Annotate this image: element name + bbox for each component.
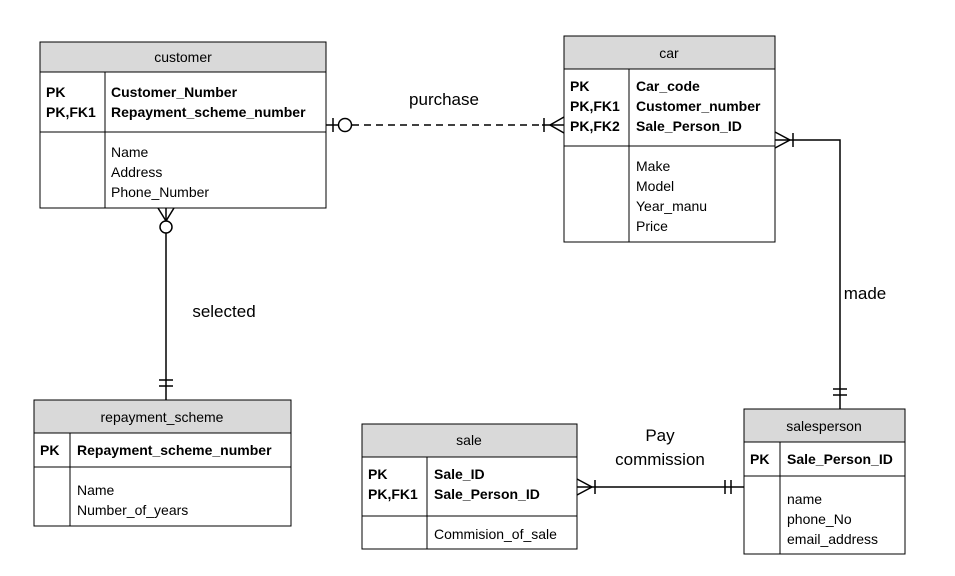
key-field: Sale_Person_ID	[636, 118, 742, 134]
entity-body	[39, 71, 327, 209]
attribute: phone_No	[787, 511, 852, 527]
attribute: Address	[111, 164, 162, 180]
key-field: Sale_ID	[434, 466, 485, 482]
key-field: Customer_Number	[111, 84, 238, 100]
attribute: Number_of_years	[77, 502, 188, 518]
entity-body	[361, 456, 578, 550]
entity-body	[563, 68, 776, 243]
key-tag: PK,FK2	[570, 118, 620, 134]
entity-salesperson: salesperson PK Sale_Person_ID name phone…	[743, 408, 906, 555]
key-tag: PK	[40, 442, 59, 458]
crow-foot	[576, 478, 593, 488]
attribute: Year_manu	[636, 198, 707, 214]
relationship-label-selected: selected	[192, 302, 255, 321]
crow-foot	[549, 124, 565, 134]
key-field: Repayment_scheme_number	[111, 104, 306, 120]
entity-sale: sale PK PK,FK1 Sale_ID Sale_Person_ID Co…	[361, 423, 578, 550]
entity-body	[33, 432, 292, 527]
entity-title: repayment_scheme	[101, 409, 224, 425]
attribute: name	[787, 491, 822, 507]
entity-title: sale	[456, 432, 482, 448]
relationship-purchase	[326, 116, 565, 134]
key-tag: PK	[570, 78, 589, 94]
entity-repayment-scheme: repayment_scheme PK Repayment_scheme_num…	[33, 399, 292, 527]
relationship-selected	[157, 207, 175, 400]
zero-circle	[337, 117, 353, 133]
entity-customer: customer PK PK,FK1 Customer_Number Repay…	[39, 41, 327, 209]
entity-car: car PK PK,FK1 PK,FK2 Car_code Customer_n…	[563, 35, 776, 243]
relationship-label-made: made	[844, 284, 887, 303]
attribute: Name	[111, 144, 149, 160]
entity-title: car	[659, 45, 679, 61]
relationship-pay-commission	[576, 478, 744, 496]
key-field: Sale_Person_ID	[787, 451, 893, 467]
key-tag: PK,FK1	[46, 104, 96, 120]
attribute: Model	[636, 178, 674, 194]
crow-foot	[774, 131, 791, 141]
zero-circle	[159, 220, 173, 234]
crow-foot	[165, 207, 175, 222]
solid-connector	[775, 139, 841, 409]
entity-header	[39, 41, 327, 73]
key-field: Customer_number	[636, 98, 761, 114]
attribute: Commision_of_sale	[434, 526, 557, 542]
relationship-label-commission: commission	[615, 450, 705, 469]
attribute: Phone_Number	[111, 184, 209, 200]
crow-foot	[157, 207, 167, 222]
entity-header	[33, 399, 292, 434]
key-tag: PK,FK1	[368, 486, 418, 502]
entity-header	[563, 35, 776, 70]
entity-body	[743, 441, 906, 555]
attribute: Name	[77, 482, 115, 498]
relationship-label-purchase: purchase	[409, 90, 479, 109]
crow-foot	[576, 486, 593, 496]
attribute: Price	[636, 218, 668, 234]
key-field: Sale_Person_ID	[434, 486, 540, 502]
key-field: Repayment_scheme_number	[77, 442, 272, 458]
attribute: email_address	[787, 531, 878, 547]
key-field: Car_code	[636, 78, 700, 94]
key-tag: PK,FK1	[570, 98, 620, 114]
key-tag: PK	[368, 466, 387, 482]
attribute: Make	[636, 158, 670, 174]
relationship-label-pay: Pay	[645, 426, 675, 445]
crow-foot	[774, 139, 791, 149]
crow-foot	[549, 116, 565, 126]
key-tag: PK	[46, 84, 65, 100]
entity-title: customer	[154, 49, 212, 65]
entity-header	[743, 408, 906, 443]
key-tag: PK	[750, 451, 769, 467]
relationship-made	[774, 131, 847, 409]
entity-title: salesperson	[786, 418, 862, 434]
entity-header	[361, 423, 578, 458]
